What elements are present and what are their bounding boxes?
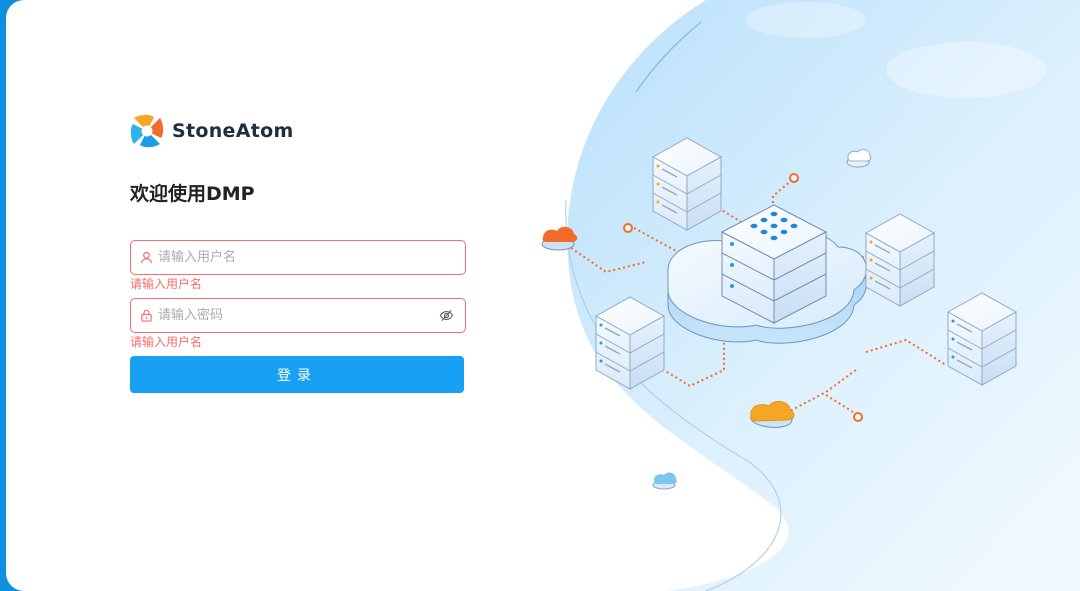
lock-icon [140,309,154,323]
brand: StoneAtom [130,113,466,149]
password-error: 请输入用户名 [130,335,203,349]
username-field[interactable] [130,240,466,275]
password-input[interactable] [158,308,439,323]
brand-name: StoneAtom [172,120,294,142]
network-illustration [541,0,1080,591]
server-stack-icon [595,296,665,390]
pinwheel-logo-icon [130,114,164,148]
cloud-icon [846,149,872,168]
server-stack-icon [652,137,722,231]
username-error: 请输入用户名 [130,277,203,291]
password-field[interactable] [130,298,466,333]
page-title: 欢迎使用DMP [130,183,255,205]
cloud-icon [541,226,578,251]
login-form: StoneAtom 欢迎使用DMP 请输入用户名 [130,113,466,393]
server-stack-icon [865,213,935,307]
cloud-icon [652,472,677,490]
user-icon [140,251,154,265]
username-input[interactable] [158,250,455,265]
login-card: StoneAtom 欢迎使用DMP 请输入用户名 [6,0,1080,591]
server-stack-icon [947,292,1017,386]
login-button[interactable]: 登录 [130,356,464,393]
cloud-icon [750,400,795,428]
eye-slash-icon[interactable] [439,308,455,324]
